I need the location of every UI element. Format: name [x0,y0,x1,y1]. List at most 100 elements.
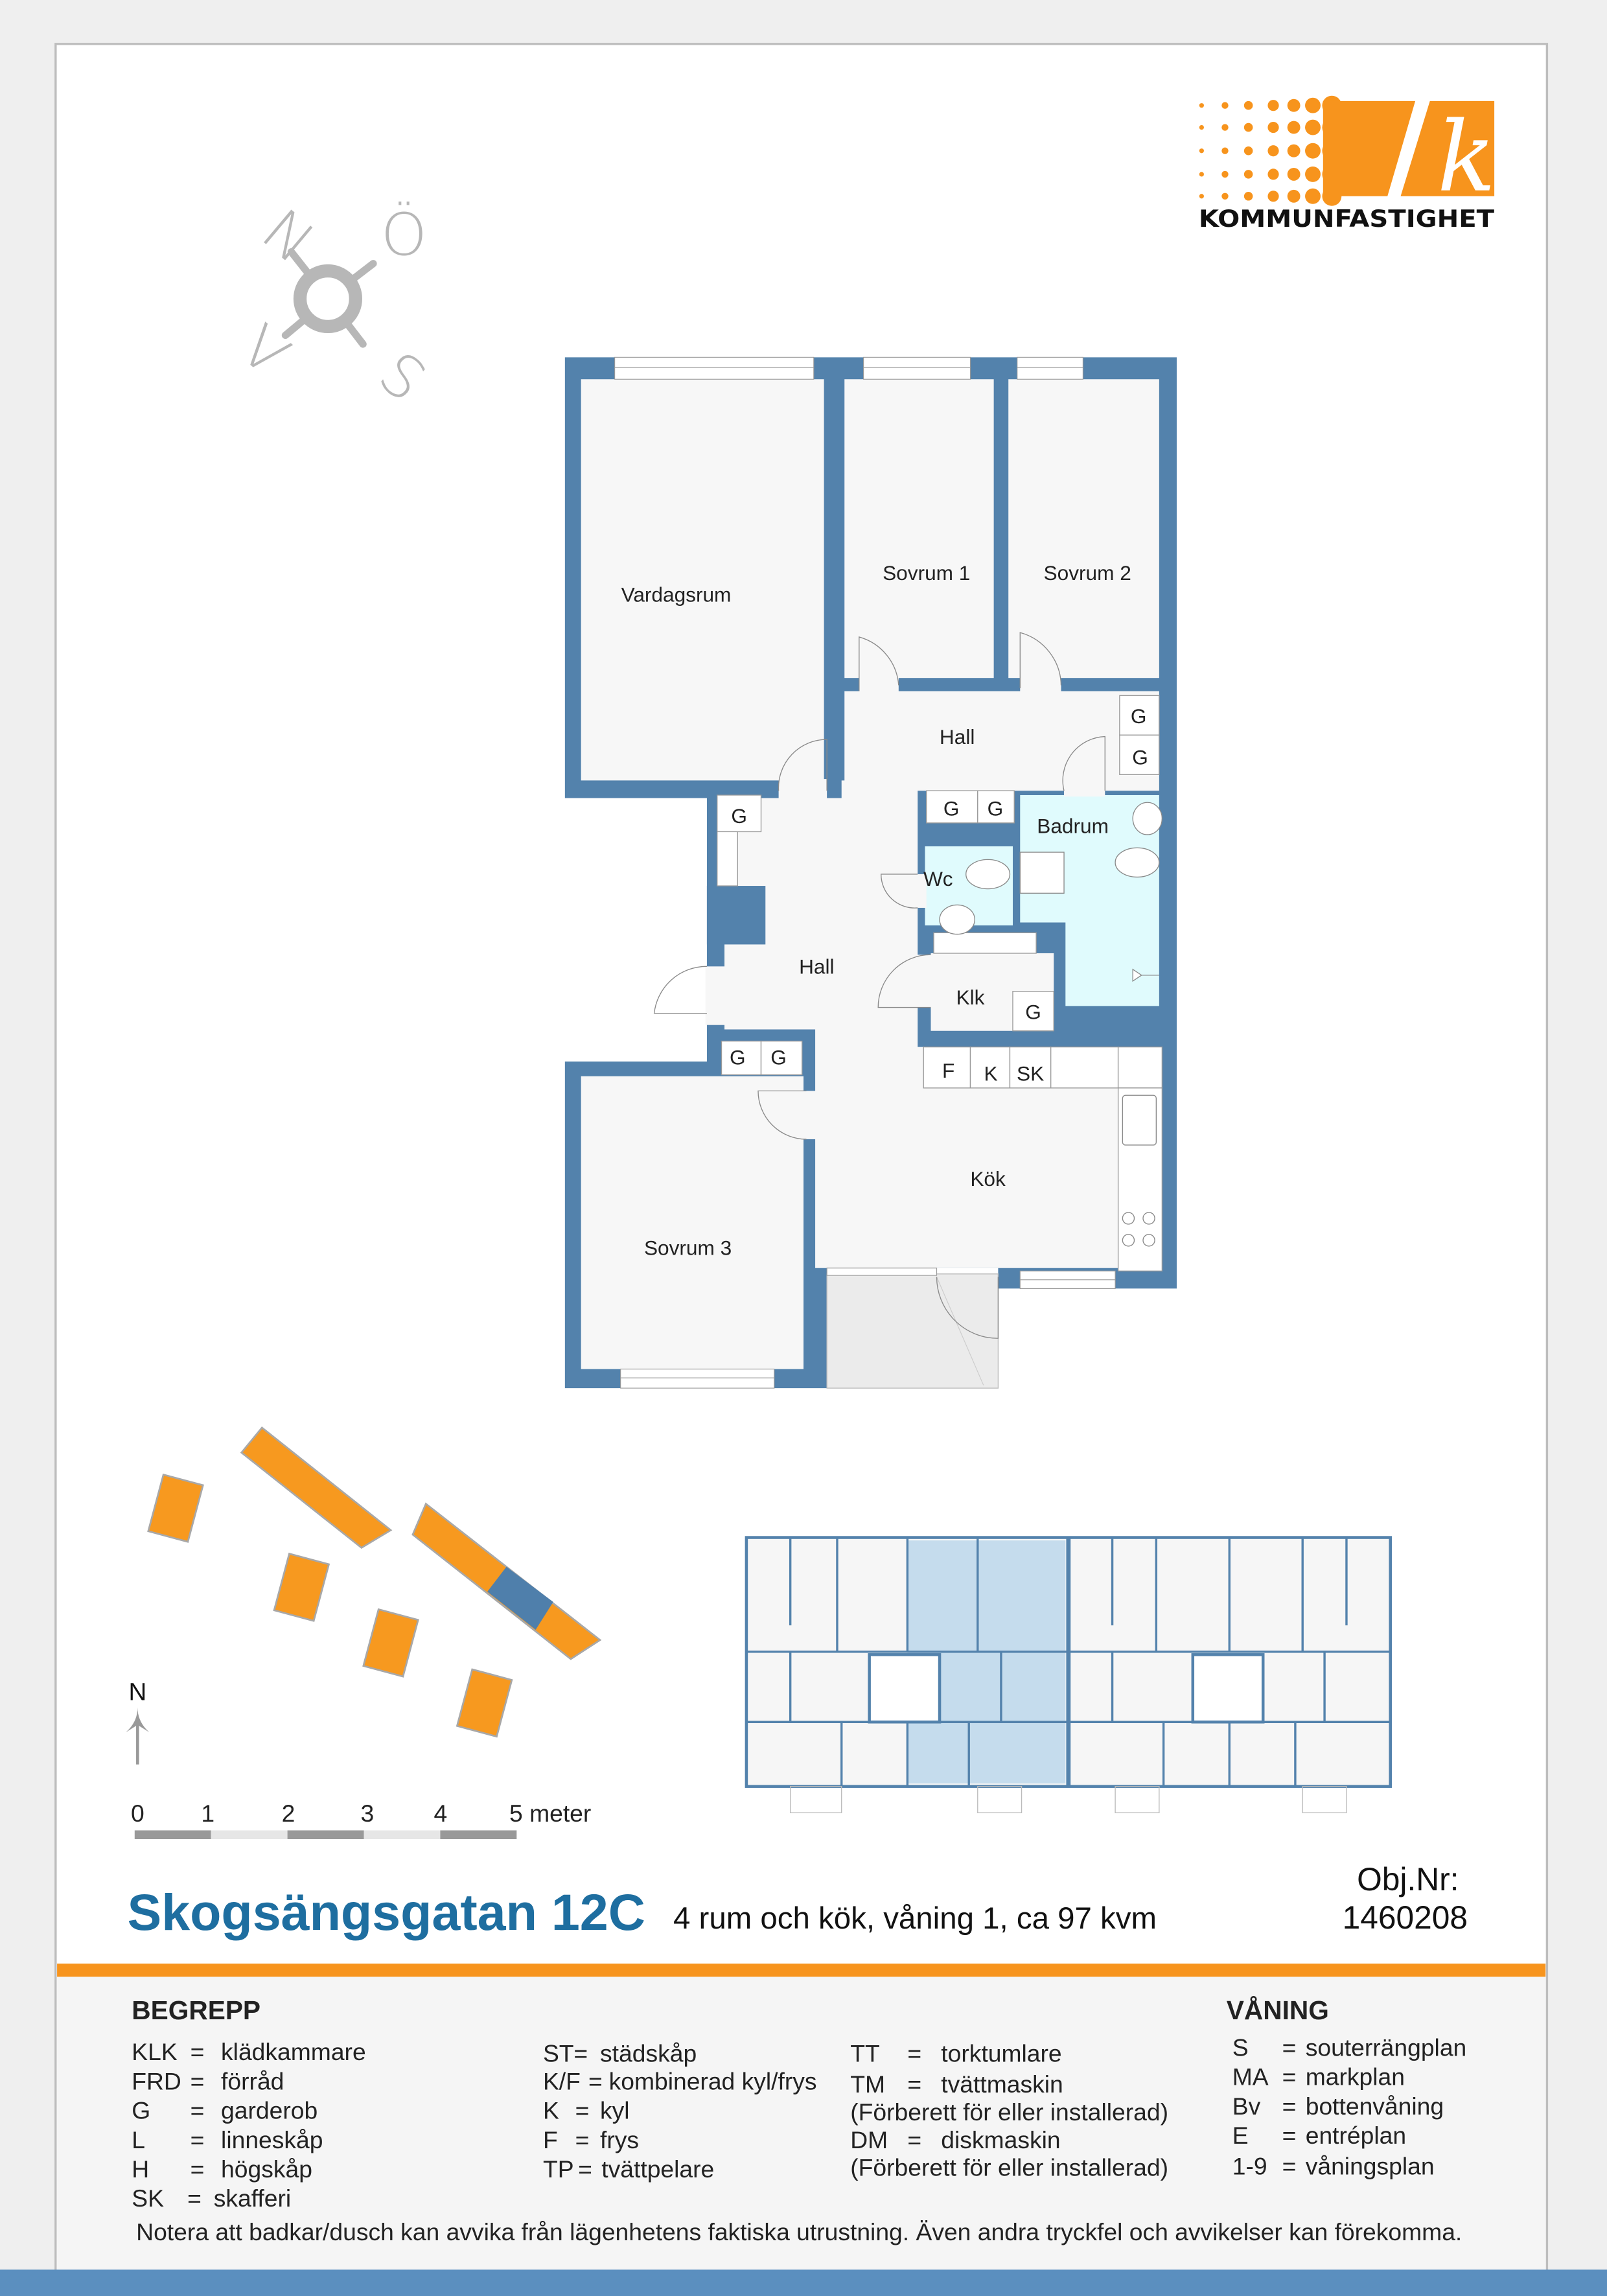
legend-eq: = [907,2070,921,2098]
label-sovrum-2: Sovrum 2 [1044,561,1131,585]
legend-eq: = [1282,2034,1297,2061]
label-vardagsrum: Vardagsrum [621,583,732,607]
logo-dot [1287,121,1301,134]
site-plan: N 0 1 2 3 4 5 meter [126,1426,602,1840]
legend-abbr: L [132,2126,145,2153]
scale-label: 5 meter [509,1800,591,1827]
doors [653,632,1105,1339]
stove-icon [1122,1212,1155,1247]
logo-dot [1267,100,1279,111]
room-hall-kitchen [724,780,1159,1268]
logo-dot [1287,189,1301,203]
cabinet-g: G [1131,704,1147,728]
label-sovrum-3: Sovrum 3 [644,1236,732,1259]
legend-abbr: S [1232,2034,1249,2061]
scale-segment [364,1830,441,1840]
label-wc: Wc [923,867,953,890]
scale-segment [211,1830,288,1840]
logo-dot [1221,124,1229,131]
legend-abbr: FRD [132,2067,181,2094]
north-label: N [128,1678,146,1706]
building [240,1426,393,1549]
room-sovrum-1 [844,379,994,678]
cabinet-g: G [1025,1001,1041,1024]
legend-eq: = [573,2039,588,2067]
legend-abbr: TT [850,2039,880,2067]
shower-icon [1132,968,1159,982]
logo-dot [1267,145,1279,157]
legend-abbr: K/F [543,2067,581,2094]
balcony [826,1273,999,1389]
legend-eq: = [1282,2063,1297,2091]
object-number-label: Obj.Nr: [1357,1861,1459,1897]
legend-eq: = [907,2039,921,2067]
object-number: 1460208 [1343,1899,1468,1936]
legend-abbr: ST [543,2039,574,2067]
legend-eq: = [191,2067,205,2094]
current-building-section [487,1566,553,1630]
apartment-floor-plan: G G G G G G G G F K SK Vardagsrum Sovrum… [564,356,1177,1389]
logo-dot [1221,192,1229,200]
logo-dot [1267,168,1279,180]
legend-term: bottenvåning [1306,2093,1444,2120]
legend-eq: = [191,2097,205,2124]
logo-dot [1221,147,1229,154]
legend-abbr: KLK [132,2038,178,2065]
logo-dot [1305,97,1321,113]
legend-abbr: E [1232,2122,1249,2149]
scale-segment [440,1830,517,1840]
legend-note: (Förberett för eller installerad) [850,2154,1168,2181]
logo-dot [1267,121,1279,133]
building [362,1608,419,1678]
badrum-washer [1019,852,1065,894]
logo-dot [1243,122,1253,132]
legend-term: våningsplan [1306,2152,1435,2179]
address-title: Skogsängsgatan 12C [128,1883,645,1941]
cabinet-g: G [1132,745,1148,769]
room-sovrum-2 [1008,379,1159,678]
legend-term: tvättmaskin [941,2070,1063,2098]
logo-dot [1221,170,1229,178]
legend-term: kyl [600,2097,630,2124]
logo-dot [1287,167,1301,181]
cabinet-f: F [942,1059,954,1082]
logo-dot [1305,166,1321,182]
building [273,1552,330,1622]
compass-east: Ö [381,200,427,269]
label-hall-upper: Hall [940,725,975,748]
legend-eq: = [575,2097,590,2124]
legend-term: skafferi [214,2185,291,2212]
kitchen-sink [1122,1095,1157,1146]
legend-eq: = [191,2126,205,2153]
legend-eq: = [1282,2122,1297,2149]
legend-abbr: 1-9 [1232,2152,1267,2179]
floors-title: VÅNING [1227,1995,1329,2025]
room-vardagsrum [581,379,824,781]
legend-term: markplan [1306,2063,1405,2091]
label-hall-main: Hall [799,955,834,979]
legend-eq: = [191,2155,205,2183]
logo-mark: k [1437,102,1496,214]
cabinet-g: G [730,1046,746,1069]
logo-dot [1287,99,1301,112]
building [147,1473,204,1543]
legend: BEGREPP KLK=klädkammareFRD=förrådG=garde… [132,1995,1466,2245]
legend-eq: = [191,2038,205,2065]
legend-abbr: Bv [1232,2093,1261,2120]
legend-abbr: F [543,2126,558,2153]
logo-dot [1267,191,1279,202]
cabinet-g: G [943,797,960,820]
legend-eq: = [1282,2093,1297,2120]
logo-dot [1243,146,1253,156]
label-badrum: Badrum [1037,815,1109,838]
logo-dot [1199,103,1204,108]
cabinet-g: G [770,1046,787,1069]
legend-eq: = [187,2185,202,2212]
legend-abbr: TM [850,2070,885,2098]
legend-term: torktumlare [941,2039,1061,2067]
legend-eq: = [1282,2152,1297,2179]
logo-dot [1243,170,1253,179]
legend-abbr: MA [1232,2063,1269,2091]
label-sovrum-1: Sovrum 1 [883,561,970,585]
